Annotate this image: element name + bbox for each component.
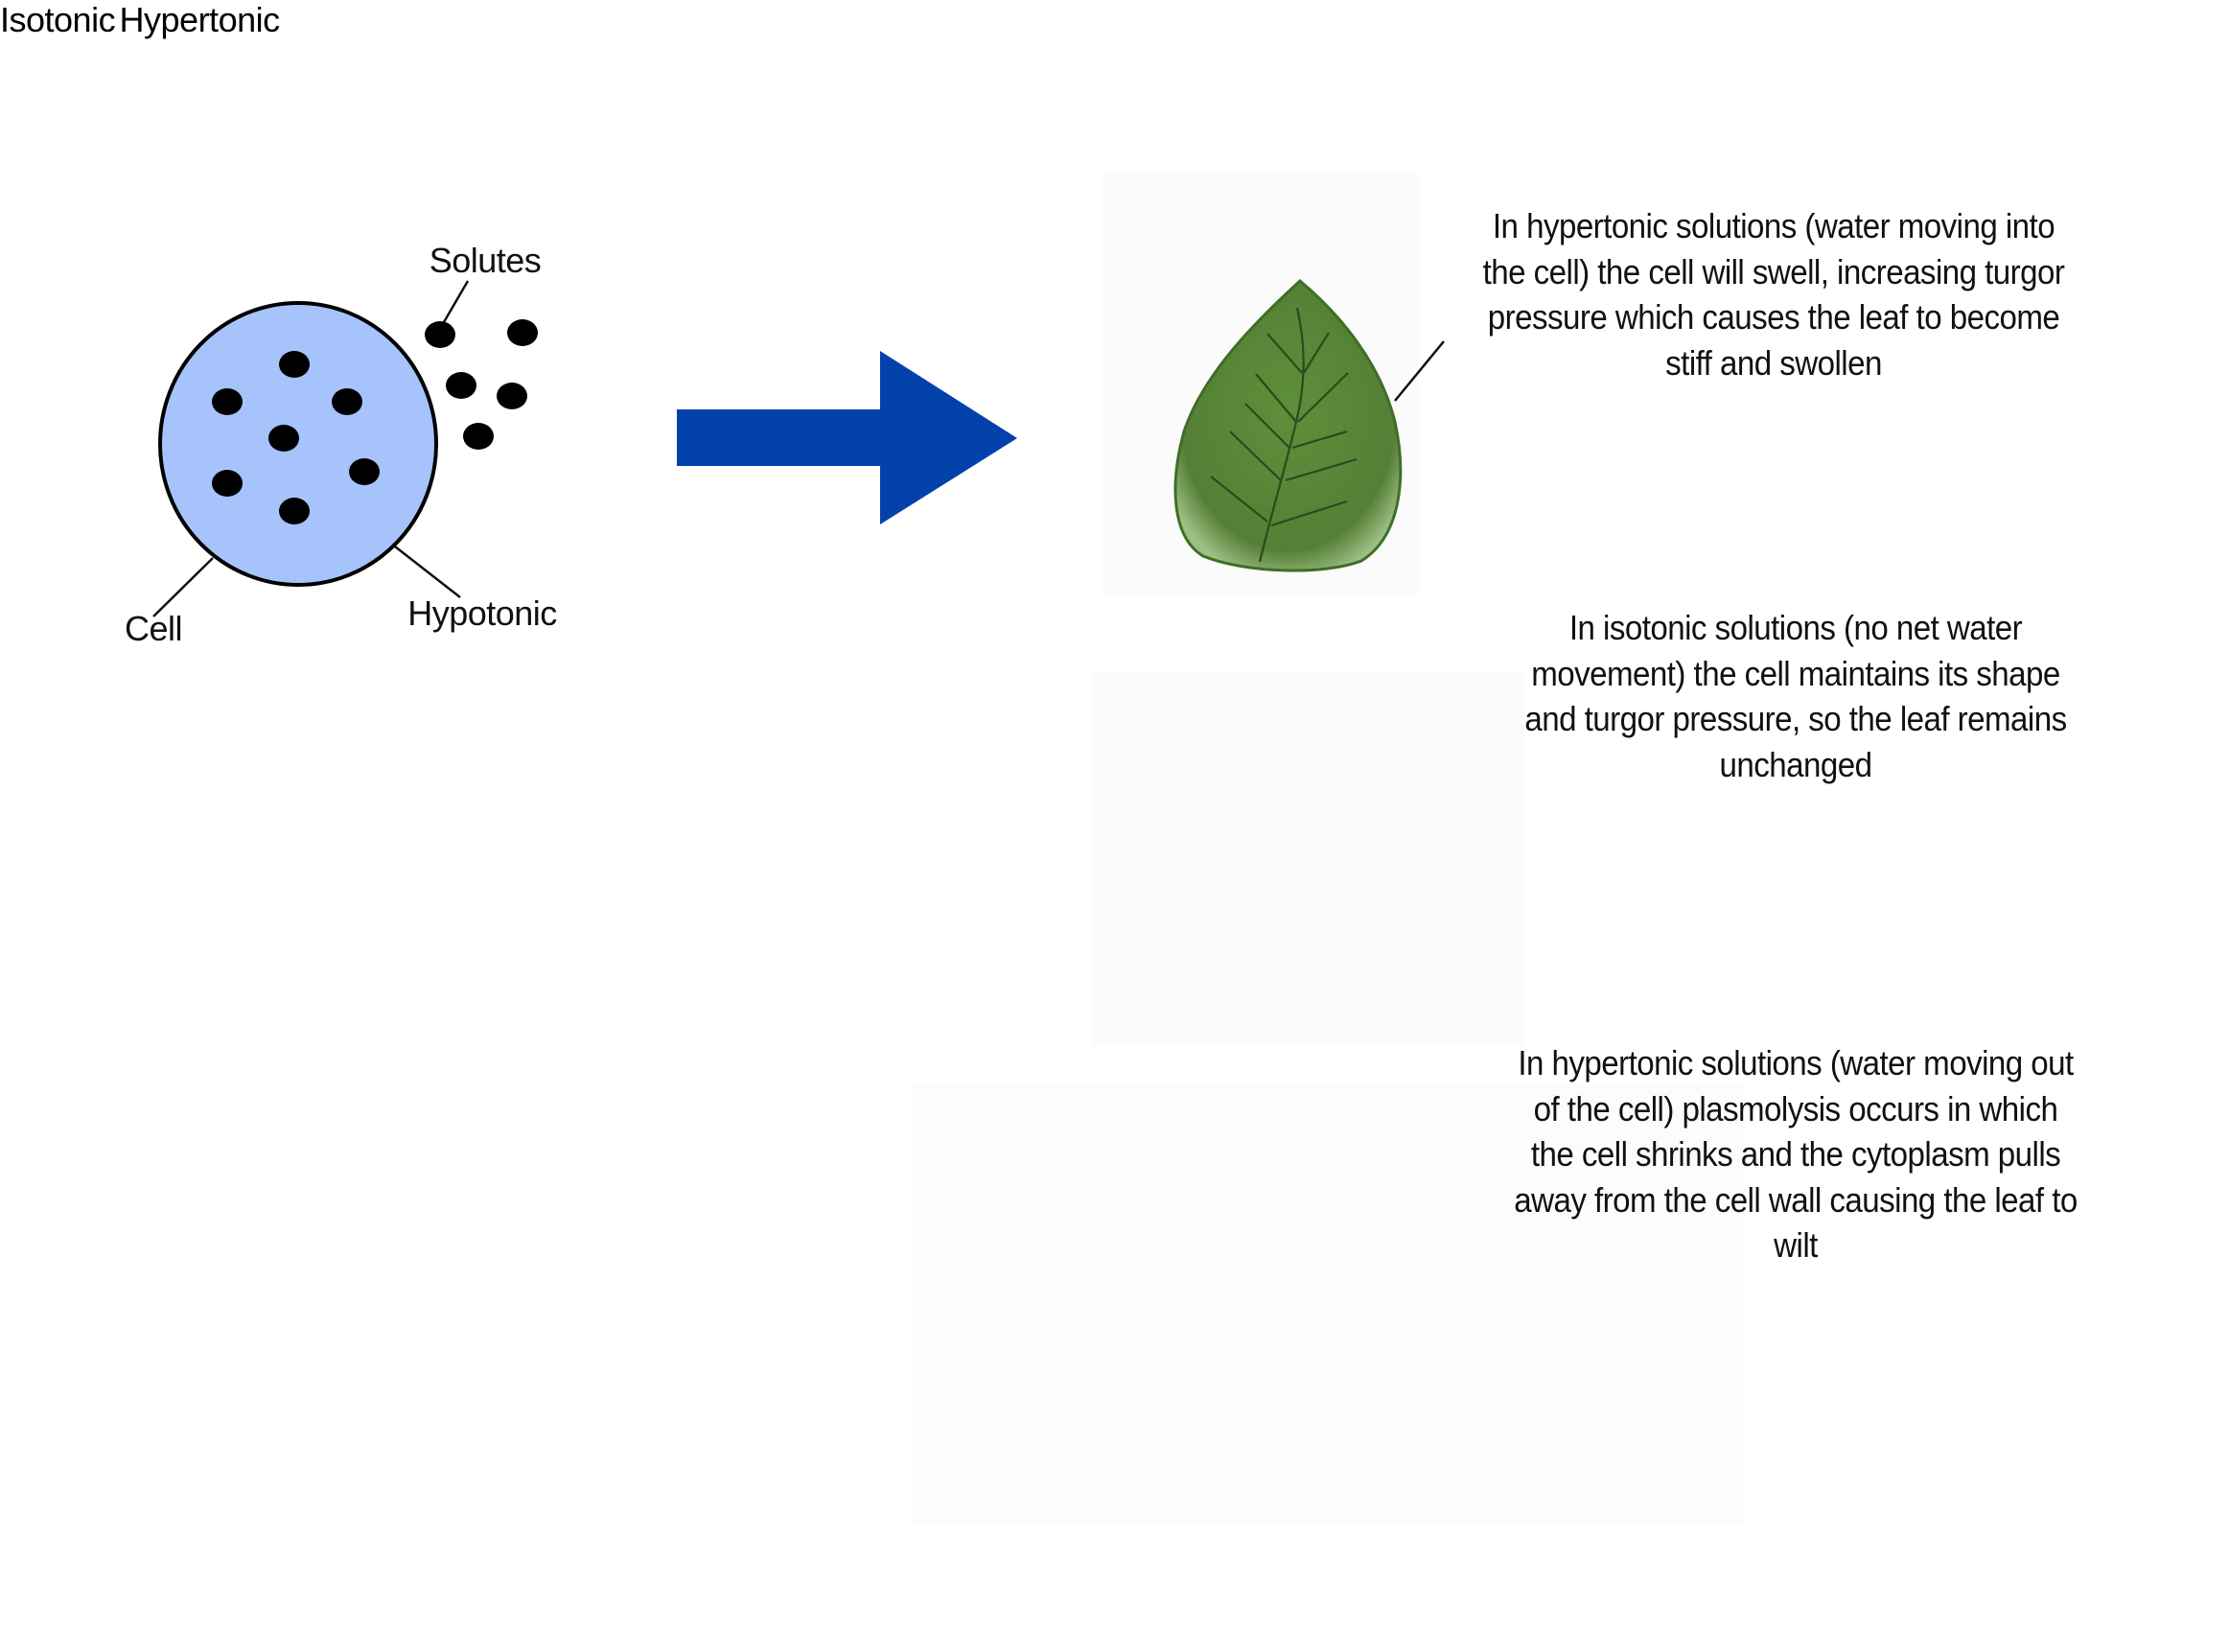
leaf-blade [1173, 279, 1403, 572]
right-arrow [677, 351, 1017, 524]
leaf-backdrop [1093, 671, 1524, 1045]
description-line: pressure which causes the leaf to become [1487, 297, 2060, 337]
description-turgid: In hypertonic solutions (water moving in… [1421, 203, 2126, 385]
solution-label: Hypotonic [407, 593, 557, 633]
description-wilted: In hypertonic solutions (water moving ou… [1443, 1040, 2148, 1268]
description-line: unchanged [1719, 744, 1873, 784]
cell: Hypertonic [120, 0, 281, 39]
solute-dot [212, 388, 243, 415]
cell: Isotonic [0, 0, 120, 39]
description-line: away from the cell wall causing the leaf… [1514, 1179, 2078, 1220]
description-line: the cell shrinks and the cytoplasm pulls [1530, 1134, 2061, 1174]
solutes-label: Solutes [430, 241, 542, 280]
solute-dot [212, 470, 243, 497]
leaf-turgid [1173, 279, 1403, 572]
row-isotonic: Isotonic [0, 0, 120, 39]
solutes-outside [425, 319, 538, 450]
row-hypertonic: Hypertonic [120, 0, 281, 39]
description-line: of the cell) plasmolysis occurs in which [1533, 1088, 2058, 1128]
leaf-backdrop [911, 1083, 1745, 1524]
tonicity-leader-line: Hypertonic [120, 0, 281, 39]
description-line: the cell) the cell will swell, increasin… [1482, 251, 2065, 291]
solute-dot [507, 319, 538, 346]
solute-dot [497, 383, 527, 409]
solute-dot [332, 388, 362, 415]
solutes-inside [212, 351, 380, 524]
description-line: and turgor pressure, so the leaf remains [1524, 699, 2067, 738]
leaf-leader-line [1394, 340, 1445, 402]
description-line: stiff and swollen [1665, 342, 1882, 383]
description-line: wilt [1774, 1225, 1818, 1265]
cell-label: Cell [125, 609, 182, 648]
solute-dot [463, 423, 494, 450]
solute-dot [268, 425, 299, 452]
row-hypotonic: Solutes Cell Hypotonic [125, 241, 1445, 648]
description-line: movement) the cell maintains its shape [1531, 653, 2060, 693]
solution-label: Isotonic [0, 0, 116, 39]
solute-dot [446, 372, 476, 399]
solutes-leader-line [442, 280, 470, 323]
solute-dot [349, 458, 380, 485]
leaf-veins [1210, 307, 1358, 563]
cell [158, 301, 438, 587]
description-line: In hypertonic solutions (water moving ou… [1518, 1043, 2074, 1082]
description-line: In isotonic solutions (no net water [1568, 608, 2023, 647]
solute-dot [279, 498, 310, 524]
tonicity-leader-line: Isotonic [0, 0, 120, 39]
description-normal: In isotonic solutions (no net water move… [1443, 605, 2148, 787]
tonicity-leader-line [394, 546, 461, 598]
solute-dot [425, 321, 455, 348]
description-line: In hypertonic solutions (water moving in… [1492, 206, 2055, 245]
cell-leader-line [152, 557, 214, 617]
solute-dot [279, 351, 310, 378]
solution-label: Hypertonic [119, 0, 281, 39]
